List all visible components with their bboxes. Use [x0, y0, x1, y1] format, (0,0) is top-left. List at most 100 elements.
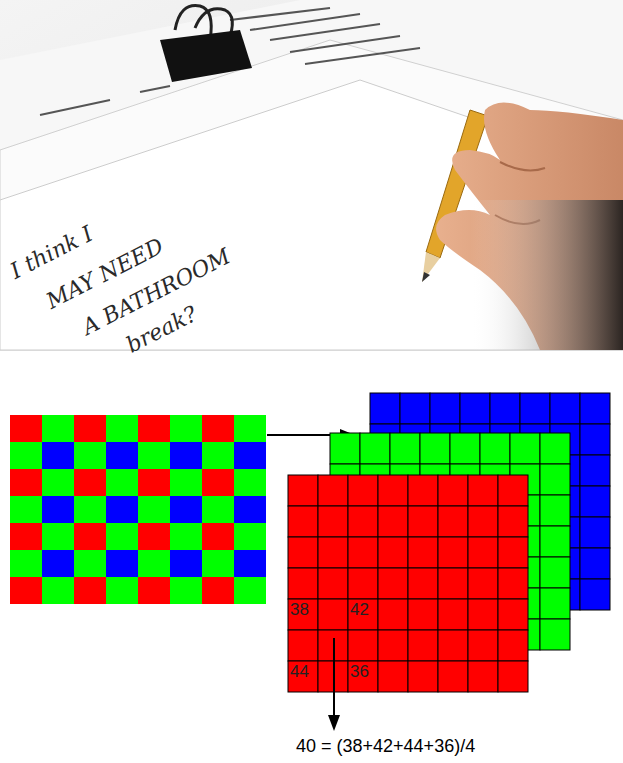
pixel-cell	[580, 579, 610, 610]
pixel-cell	[42, 577, 74, 604]
pixel-cell	[10, 442, 42, 469]
pixel-cell	[510, 433, 540, 464]
pixel-cell	[288, 630, 318, 661]
pixel-cell	[10, 523, 42, 550]
pixel-cell	[378, 475, 408, 506]
pixel-cell	[288, 537, 318, 568]
pixel-cell	[540, 526, 570, 557]
pixel-cell	[480, 433, 510, 464]
pixel-cell	[234, 523, 266, 550]
pixel-cell	[460, 393, 490, 424]
pixel-cell	[580, 548, 610, 579]
photo	[0, 0, 623, 350]
pixel-cell	[348, 599, 378, 630]
hand	[436, 103, 623, 351]
pixel-cell	[202, 469, 234, 496]
pixel-cell	[348, 475, 378, 506]
pixel-cell	[468, 537, 498, 568]
pixel-cell	[378, 599, 408, 630]
pixel-cell	[106, 469, 138, 496]
pixel-cell	[170, 496, 202, 523]
pixel-cell	[202, 523, 234, 550]
pixel-cell	[74, 442, 106, 469]
pixel-cell	[540, 464, 570, 495]
pixel-cell	[74, 523, 106, 550]
pixel-cell	[498, 630, 528, 661]
pixel-cell	[370, 393, 400, 424]
pixel-cell	[170, 577, 202, 604]
pixel-cell	[202, 550, 234, 577]
pixel-cell	[234, 577, 266, 604]
pixel-cell	[318, 599, 348, 630]
pixel-cell	[520, 393, 550, 424]
pixel-cell	[170, 469, 202, 496]
pixel-cell	[360, 433, 390, 464]
pixel-cell	[378, 506, 408, 537]
pixel-cell	[408, 568, 438, 599]
pixel-cell	[420, 433, 450, 464]
pixel-cell	[468, 475, 498, 506]
pixel-cell	[408, 475, 438, 506]
pixel-cell	[348, 661, 378, 692]
pixel-cell	[408, 599, 438, 630]
pixel-cell	[540, 495, 570, 526]
pixel-cell	[138, 496, 170, 523]
pixel-cell	[468, 630, 498, 661]
pixel-cell	[540, 433, 570, 464]
pixel-cell	[550, 393, 580, 424]
pixel-cell	[580, 455, 610, 486]
pixel-cell	[74, 469, 106, 496]
pixel-cell	[408, 630, 438, 661]
pixel-cell	[10, 415, 42, 442]
pixel-cell	[74, 550, 106, 577]
pixel-cell	[74, 577, 106, 604]
pixel-cell	[438, 661, 468, 692]
pixel-cell	[42, 550, 74, 577]
pixel-cell	[468, 568, 498, 599]
pixel-cell	[580, 517, 610, 548]
pixel-cell	[234, 550, 266, 577]
pixel-cell	[42, 523, 74, 550]
pixel-cell	[10, 496, 42, 523]
pixel-cell	[318, 506, 348, 537]
pixel-cell	[318, 537, 348, 568]
pixel-cell	[490, 393, 520, 424]
pixel-cell	[438, 537, 468, 568]
pixel-cell	[138, 523, 170, 550]
pixel-cell	[378, 537, 408, 568]
pixel-cell	[468, 599, 498, 630]
pixel-cell	[138, 415, 170, 442]
pixel-cell	[42, 469, 74, 496]
pixel-cell	[202, 415, 234, 442]
pixel-cell	[330, 433, 360, 464]
pixel-cell	[234, 415, 266, 442]
pixel-cell	[288, 661, 318, 692]
pixel-cell	[10, 550, 42, 577]
pixel-cell	[378, 630, 408, 661]
pixel-value: 38	[290, 601, 309, 618]
pixel-cell	[42, 496, 74, 523]
pixel-cell	[468, 506, 498, 537]
pixel-cell	[74, 415, 106, 442]
pixel-cell	[468, 661, 498, 692]
pixel-cell	[540, 557, 570, 588]
pixel-cell	[202, 496, 234, 523]
pixel-cell	[106, 442, 138, 469]
pixel-cell	[138, 577, 170, 604]
bayer-mosaic	[10, 415, 266, 604]
pixel-cell	[378, 661, 408, 692]
pixel-cell	[106, 415, 138, 442]
pixel-cell	[234, 496, 266, 523]
pixel-cell	[106, 523, 138, 550]
pixel-cell	[74, 496, 106, 523]
pixel-cell	[390, 433, 420, 464]
pixel-value: 36	[350, 663, 369, 680]
pixel-cell	[540, 588, 570, 619]
pixel-cell	[170, 523, 202, 550]
pixel-cell	[450, 433, 480, 464]
pixel-value: 42	[350, 601, 369, 618]
pixel-cell	[430, 393, 460, 424]
pixel-cell	[42, 415, 74, 442]
pixel-cell	[580, 486, 610, 517]
pixel-cell	[408, 537, 438, 568]
